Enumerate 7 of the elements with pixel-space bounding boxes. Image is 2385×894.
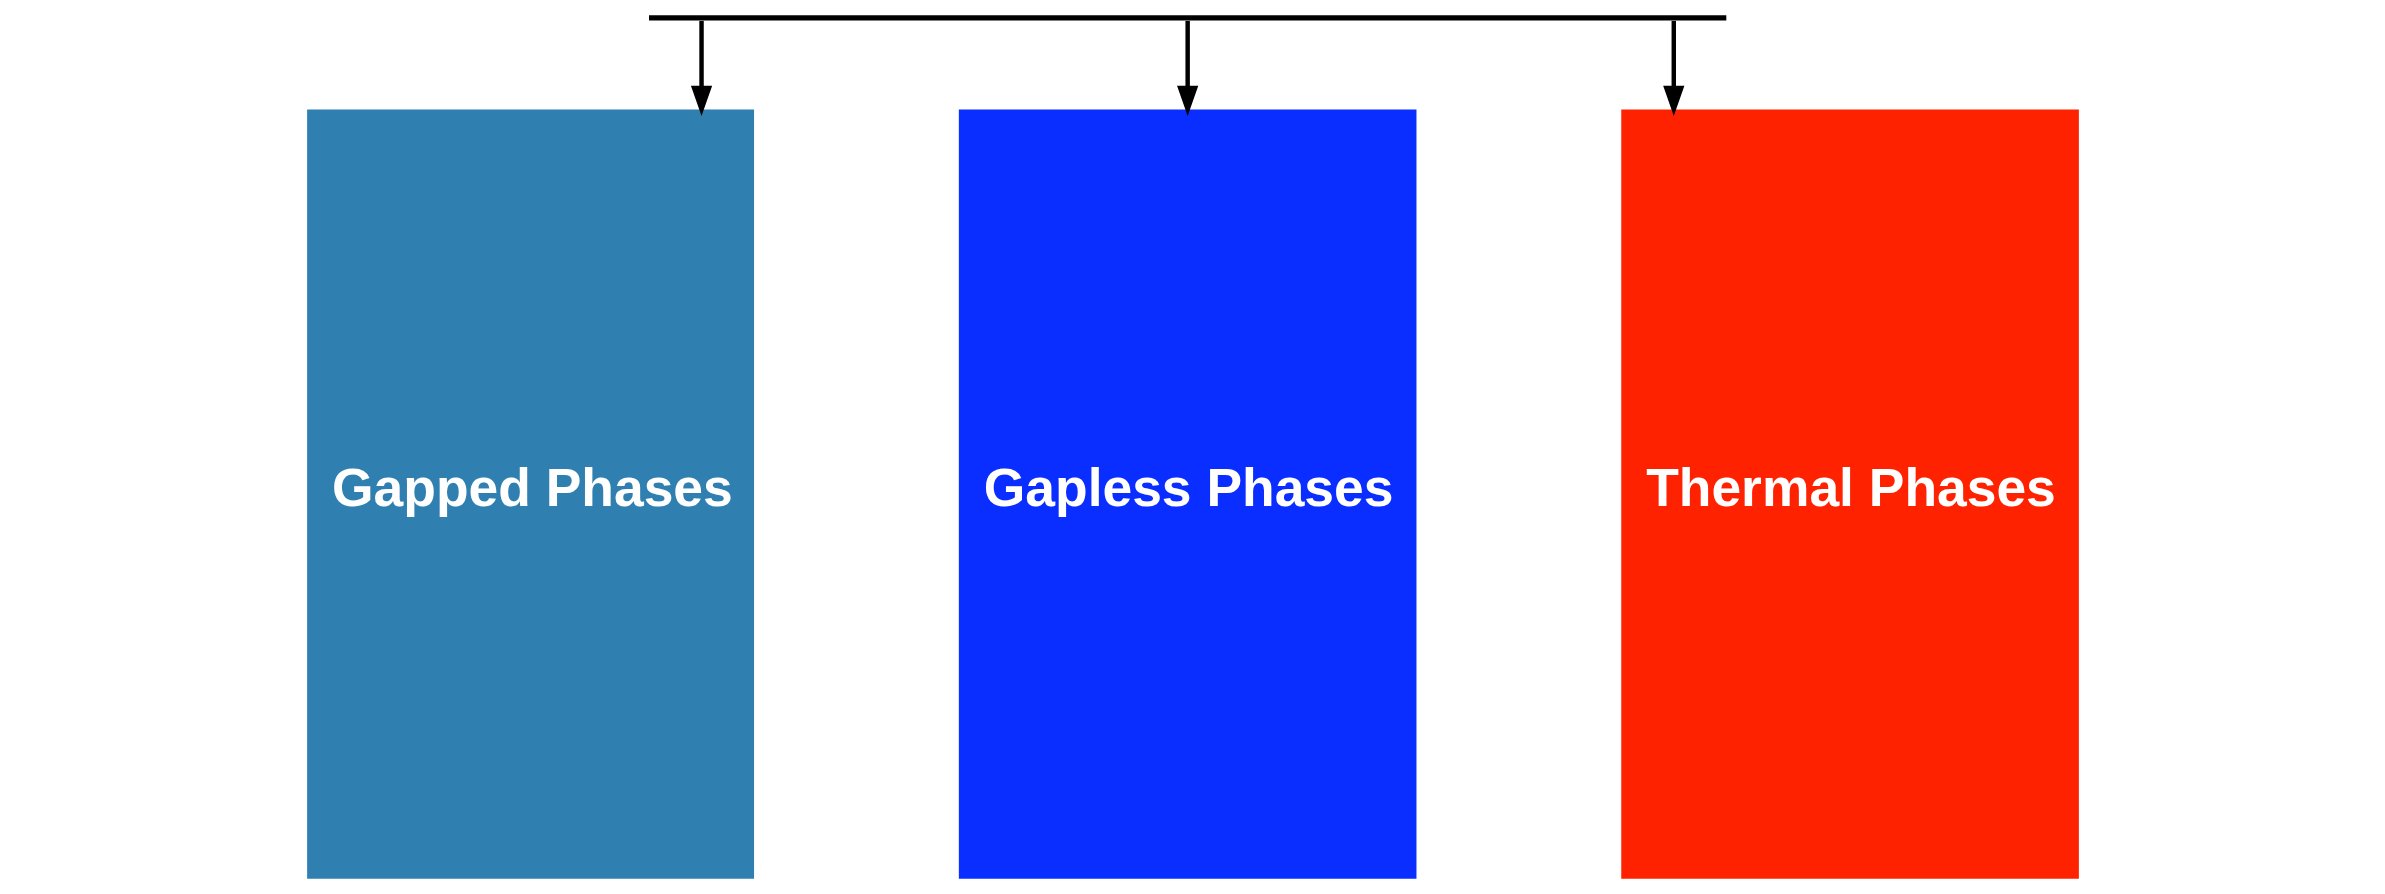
node-box: Gapped Phases <box>306 109 754 879</box>
arrow <box>1176 20 1198 116</box>
arrow <box>1662 20 1684 116</box>
node-box: Thermal Phases <box>1620 109 2079 879</box>
arrow <box>690 20 712 116</box>
node-box: Gapless Phases <box>958 109 1416 879</box>
node-bar <box>648 15 1726 21</box>
